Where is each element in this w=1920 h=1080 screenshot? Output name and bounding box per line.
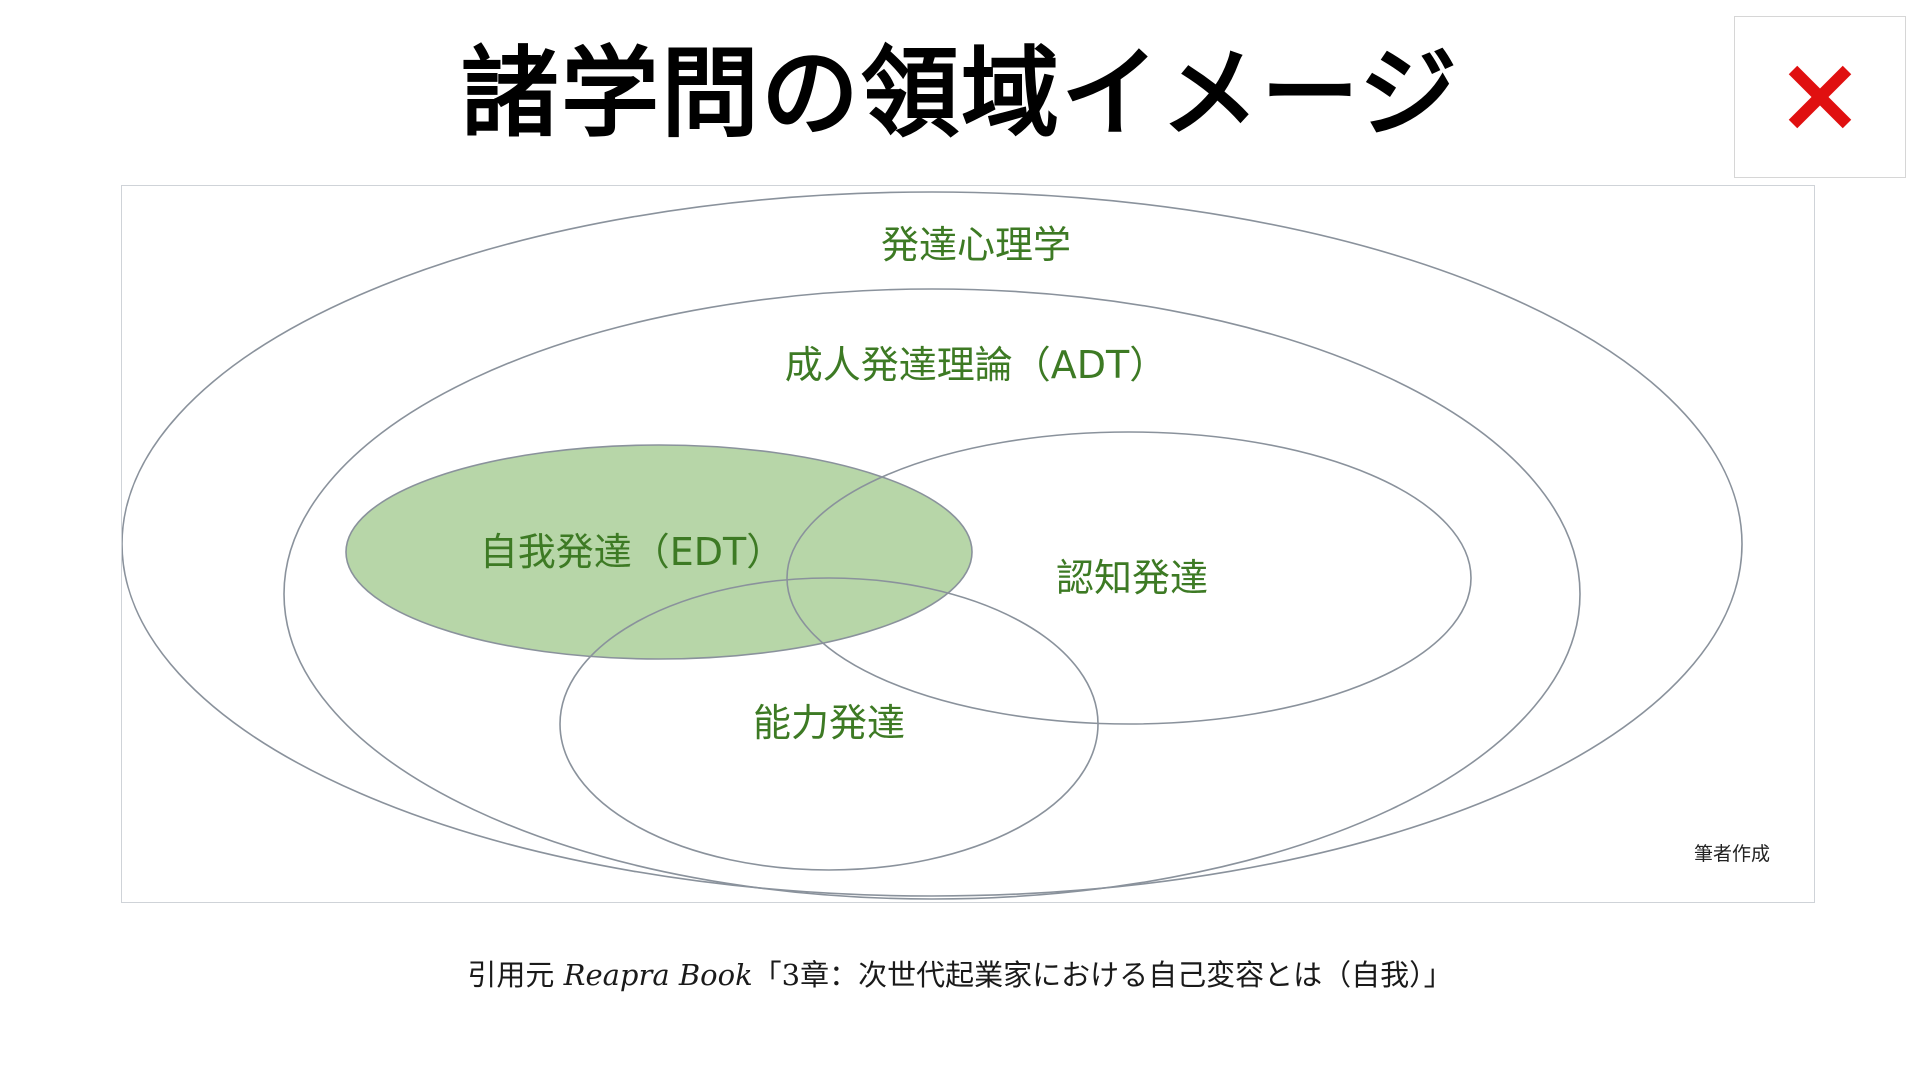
ability-development-ellipse bbox=[559, 577, 1099, 871]
ability-development-label: 能力発達 bbox=[753, 701, 905, 745]
close-button[interactable] bbox=[1734, 16, 1906, 178]
citation: 引用元 Reapra Book「3章：次世代起業家における自己変容とは（自我）」 bbox=[0, 952, 1920, 994]
ego-development-label: 自我発達（EDT） bbox=[480, 530, 784, 574]
citation-prefix: 引用元 bbox=[467, 958, 555, 992]
ego-development-ellipse bbox=[345, 444, 973, 660]
domain-diagram: 発達心理学 成人発達理論（ADT） 自我発達（EDT） 認知発達 能力発達 筆者… bbox=[121, 185, 1815, 903]
adult-development-ellipse bbox=[283, 288, 1581, 900]
cognitive-development-ellipse bbox=[786, 431, 1472, 725]
close-icon bbox=[1788, 65, 1852, 129]
cognitive-development-label: 認知発達 bbox=[1056, 556, 1208, 600]
venn-diagram: 発達心理学 成人発達理論（ADT） 自我発達（EDT） 認知発達 能力発達 bbox=[122, 191, 1743, 900]
citation-chapter: 「3章：次世代起業家における自己変容とは（自我）」 bbox=[752, 958, 1453, 992]
developmental-psychology-ellipse bbox=[122, 191, 1743, 897]
citation-book: Reapra Book bbox=[563, 958, 753, 992]
page-title: 諸学問の領域イメージ bbox=[460, 37, 1460, 151]
adult-development-label: 成人発達理論（ADT） bbox=[785, 343, 1167, 387]
author-note: 筆者作成 bbox=[1693, 843, 1770, 865]
developmental-psychology-label: 発達心理学 bbox=[881, 223, 1071, 267]
